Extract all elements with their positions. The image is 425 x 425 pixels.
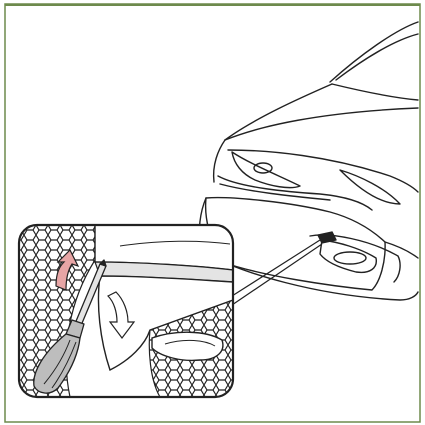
detail-inset (19, 225, 233, 397)
fog-light-bezel (320, 240, 376, 272)
windshield-inner (336, 34, 418, 80)
fascia-top (214, 140, 225, 182)
fog-light (334, 252, 366, 264)
callout-lines (232, 240, 322, 305)
headlight (232, 152, 300, 188)
hood-top-edge (225, 84, 332, 140)
hood-front-edge (225, 108, 418, 140)
bumper-right-edge (385, 242, 418, 258)
fender-line (332, 84, 418, 100)
windshield-edge (330, 22, 418, 82)
